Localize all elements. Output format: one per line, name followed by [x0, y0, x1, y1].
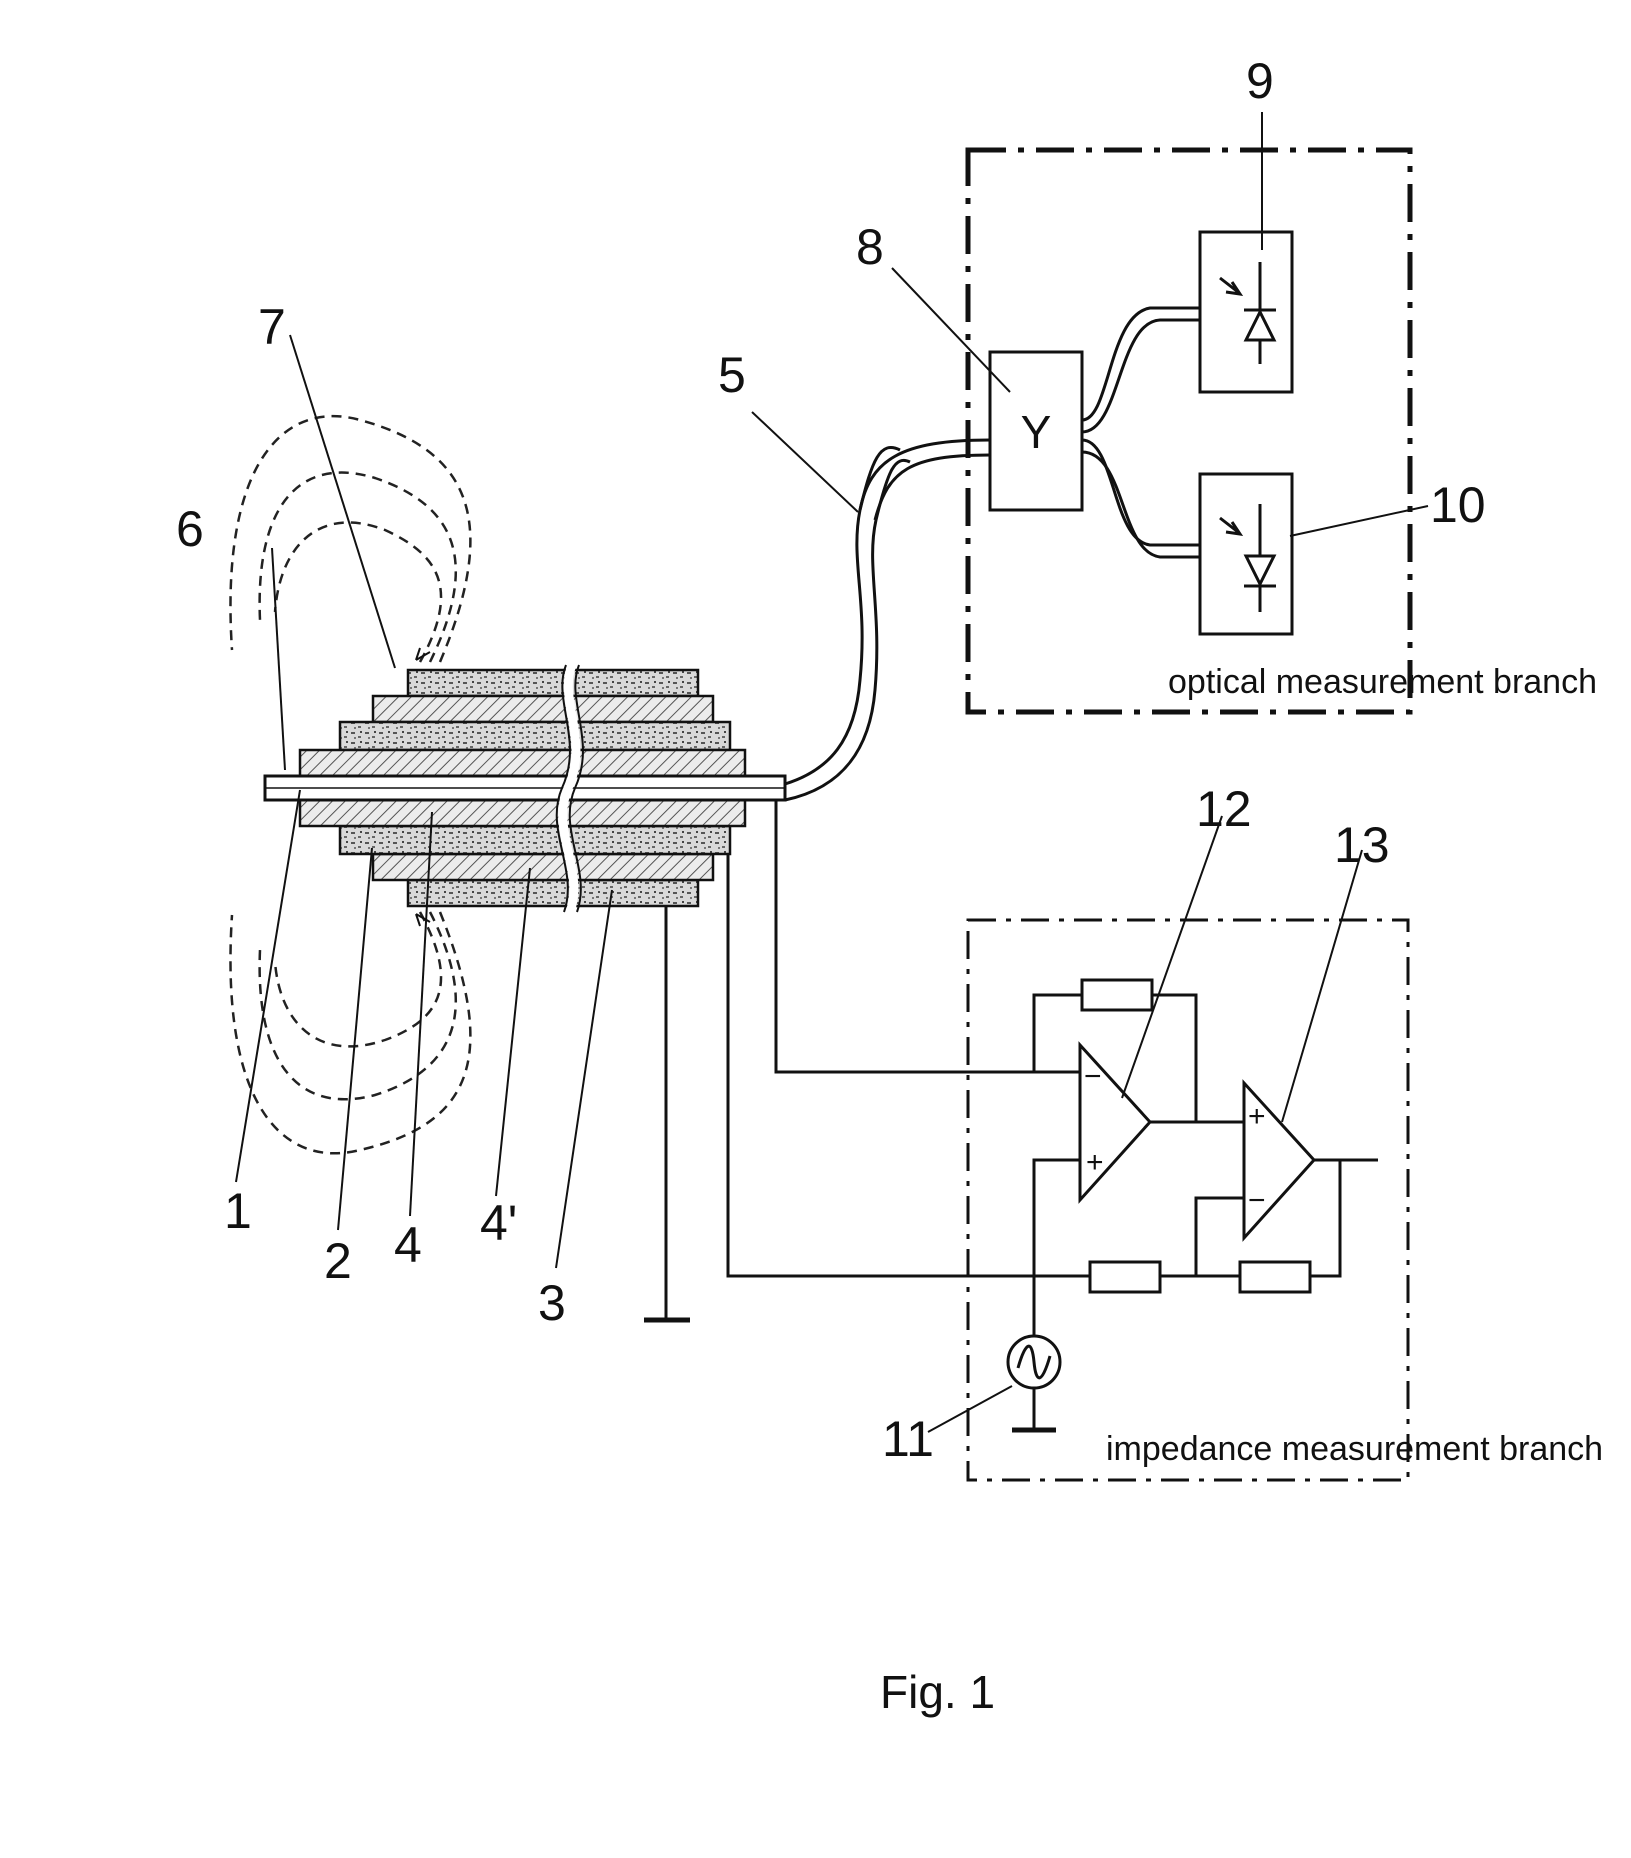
opamp-12-minus: −: [1084, 1060, 1102, 1093]
ref-4: 4: [394, 1217, 422, 1273]
photodetector-9: [1200, 232, 1292, 392]
ac-source-11: [1008, 1336, 1060, 1430]
layer-4prime-bottom: [373, 854, 713, 880]
optical-branch-label: optical measurement branch: [1168, 663, 1597, 701]
ground-layer-3: [644, 906, 690, 1320]
ref-7: 7: [258, 299, 286, 355]
sensor-cable: [265, 665, 785, 912]
feedback-resistor: [1082, 980, 1152, 1010]
impedance-branch-label: impedance measurement branch: [1106, 1430, 1603, 1468]
ref-6: 6: [176, 501, 204, 557]
splitter-symbol: Y: [1021, 406, 1052, 458]
ref-3: 3: [538, 1275, 566, 1331]
optical-fiber-5: [785, 440, 990, 800]
layer-2-bottom: [340, 826, 730, 854]
ref-10: 10: [1430, 477, 1486, 533]
opamp-13-plus: +: [1248, 1100, 1266, 1133]
layer-4-top: [300, 750, 745, 776]
opamp-13: + −: [1244, 1083, 1314, 1238]
layer-4-bottom: [300, 800, 745, 826]
resistor-lower-right: [1240, 1262, 1310, 1292]
ref-8: 8: [856, 219, 884, 275]
figure-caption: Fig. 1: [880, 1666, 995, 1718]
layer-3-top: [408, 670, 698, 696]
wire-layer-to-opamp: [728, 854, 1090, 1276]
opamp-12: − +: [1080, 1045, 1150, 1200]
layer-2-top: [340, 722, 730, 750]
ref-11: 11: [882, 1411, 934, 1467]
ref-4-prime: 4': [480, 1195, 517, 1251]
ref-9: 9: [1246, 53, 1274, 109]
photodetector-10: [1200, 474, 1292, 634]
opamp-13-minus: −: [1248, 1184, 1266, 1217]
resistor-lower-left: [1090, 1262, 1160, 1292]
ref-13: 13: [1334, 817, 1390, 873]
opamp-12-plus: +: [1086, 1146, 1104, 1179]
ref-2: 2: [324, 1233, 352, 1289]
ref-1: 1: [224, 1183, 252, 1239]
ref-5: 5: [718, 347, 746, 403]
layer-3-bottom: [408, 880, 698, 906]
ref-12: 12: [1196, 781, 1252, 837]
layer-4prime-top: [373, 696, 713, 722]
